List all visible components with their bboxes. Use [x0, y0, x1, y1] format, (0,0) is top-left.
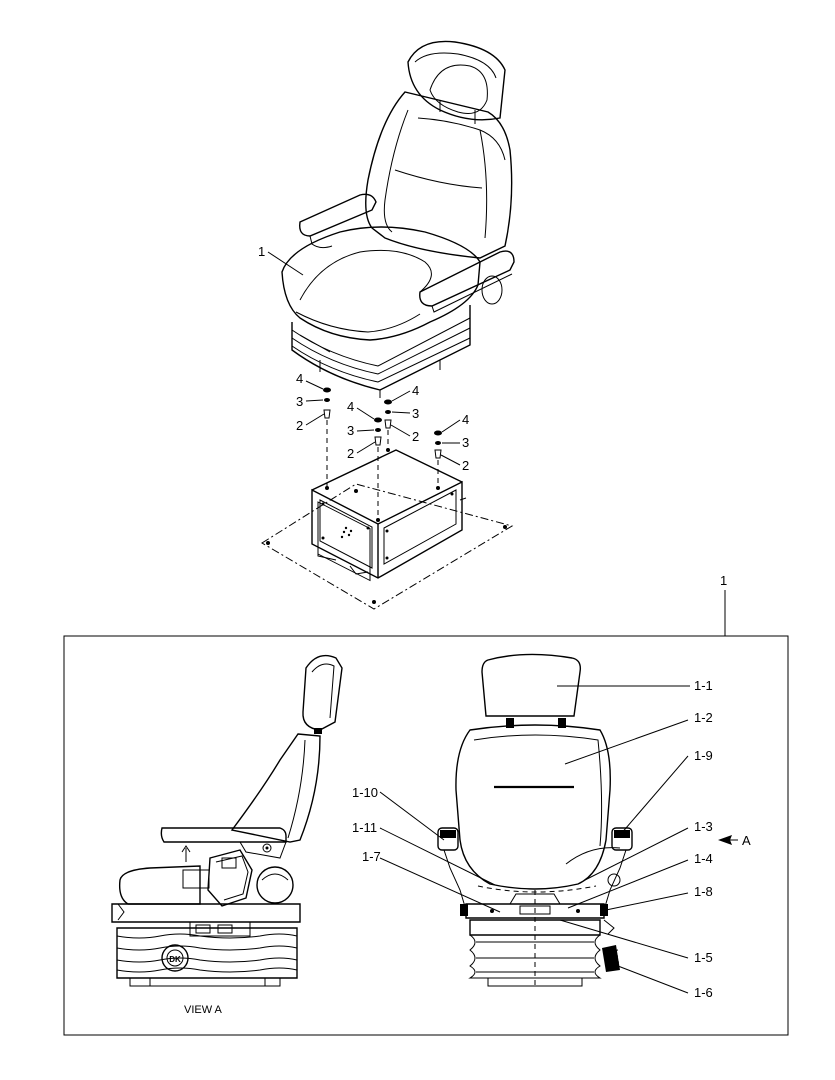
callout-left-2: 2: [296, 418, 303, 433]
callout-inner-right-3: 3: [412, 406, 419, 421]
callout-1-4: 1-4: [694, 851, 713, 866]
callout-1-5: 1-5: [694, 950, 713, 965]
detail-frame: [63, 635, 789, 1036]
callout-1-6: 1-6: [694, 985, 713, 1000]
callout-inner-left-3: 3: [347, 423, 354, 438]
callout-1-7: 1-7: [362, 849, 381, 864]
seat-riser-box: [311, 449, 467, 582]
callout-1-2: 1-2: [694, 710, 713, 725]
callout-inner-left-4: 4: [347, 399, 354, 414]
callout-left-4: 4: [296, 371, 303, 386]
callout-1-9: 1-9: [694, 748, 713, 763]
view-arrow-icon: [718, 835, 732, 845]
detail-callouts: 1-1 1-2 1-9 1-10 1-11 1-7 1-3 1-4 1-8 1-…: [352, 678, 751, 1000]
callout-right-4: 4: [462, 412, 469, 427]
detail-reference-label: 1: [720, 573, 727, 588]
seat-side-view: DK: [111, 654, 343, 987]
callout-1-3: 1-3: [694, 819, 713, 834]
callout-right-2: 2: [462, 458, 469, 473]
callout-inner-right-2: 2: [412, 429, 419, 444]
callout-1-8: 1-8: [694, 884, 713, 899]
seat-assembly-drawing: 1 4 3 2 4 3 2: [258, 40, 515, 610]
fastener-stack-right: [434, 430, 442, 490]
callout-inner-left-2: 2: [347, 446, 354, 461]
callout-inner-right-4: 4: [412, 383, 419, 398]
callout-seat: 1: [258, 244, 265, 259]
fastener-stack-left: [323, 387, 331, 490]
seat-front-view: [437, 653, 633, 987]
callout-right-3: 3: [462, 435, 469, 450]
callout-1-1: 1-1: [694, 678, 713, 693]
fastener-stack-inner-left: [374, 417, 382, 522]
view-arrow-label: A: [742, 833, 751, 848]
callout-1-10: 1-10: [352, 785, 378, 800]
base-plate-outline: [261, 483, 514, 610]
knob-logo-text: DK: [169, 955, 181, 964]
callout-1-11: 1-11: [352, 820, 377, 835]
fastener-stack-inner-right: [384, 399, 392, 452]
view-a-caption: VIEW A: [184, 1004, 223, 1016]
callout-left-3: 3: [296, 394, 303, 409]
